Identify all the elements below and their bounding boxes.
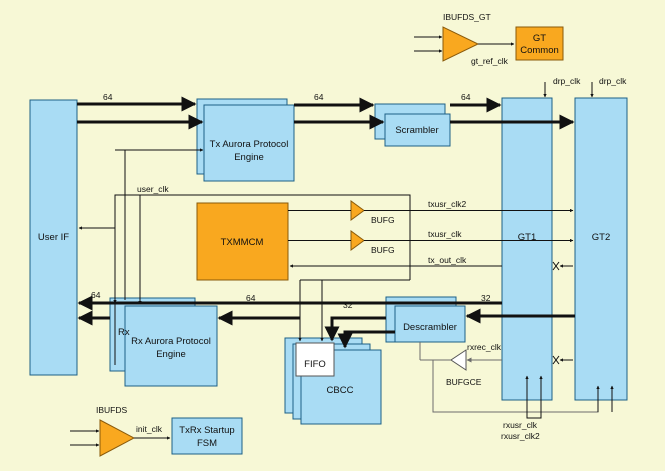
user-clk-label: user_clk bbox=[137, 184, 169, 194]
gt-common-label-line1: GT bbox=[533, 33, 546, 44]
rxusr-clk-label: rxusr_clk bbox=[503, 420, 538, 430]
rxusr-clk2-label: rxusr_clk2 bbox=[501, 431, 540, 441]
wire-descrambler-fifo bbox=[324, 316, 386, 342]
width-32-label-b: 32 bbox=[481, 293, 491, 303]
ibufds-buffer bbox=[99, 419, 136, 457]
rx-aurora-label-line1: Rx Aurora Protocol bbox=[131, 336, 211, 347]
gt-common-block bbox=[515, 26, 564, 61]
ibufds-gt-buffer bbox=[442, 26, 480, 62]
width-64-label-c: 64 bbox=[461, 92, 471, 102]
wire-descrambler-cbcc bbox=[337, 330, 395, 349]
scrambler-block: Scrambler bbox=[374, 103, 451, 147]
fifo-label: FIFO bbox=[304, 359, 326, 370]
drp-clk-label-2: drp_clk bbox=[599, 76, 627, 86]
bufgce-label: BUFGCE bbox=[446, 377, 482, 387]
gt1-block bbox=[501, 97, 553, 401]
width-64-label-d: 64 bbox=[91, 290, 101, 300]
txmmcm-label: TXMMCM bbox=[221, 237, 264, 248]
gt2-label: GT2 bbox=[592, 232, 610, 243]
wire-rxusr-bundle bbox=[526, 412, 542, 419]
cbcc-label: CBCC bbox=[327, 385, 354, 396]
rxrec-clk-label: rxrec_clk bbox=[467, 342, 502, 352]
txrx-startup-fsm-block bbox=[171, 417, 243, 455]
width-64-label-a: 64 bbox=[103, 92, 113, 102]
width-32-label-a: 32 bbox=[343, 300, 353, 310]
rx-aurora-label-line2: Engine bbox=[156, 349, 186, 360]
rx-aurora-block: Rx Rx Aurora Protocol Engine bbox=[109, 297, 218, 387]
width-64-label-b: 64 bbox=[314, 92, 324, 102]
txrx-startup-label-line2: FSM bbox=[197, 438, 217, 449]
scrambler-label: Scrambler bbox=[395, 125, 438, 136]
rx-stub-label: Rx bbox=[118, 327, 130, 338]
cross-marker-1 bbox=[552, 261, 573, 271]
txmmcm-block bbox=[196, 202, 289, 281]
cross-marker-2 bbox=[552, 355, 573, 365]
gt-ref-clk-label: gt_ref_clk bbox=[471, 56, 509, 66]
bufgce-buffer bbox=[450, 349, 467, 371]
gt-common-label-line2: Common bbox=[520, 45, 559, 56]
tx-aurora-label-line1: Tx Aurora Protocol bbox=[210, 139, 289, 150]
ibufds-label: IBUFDS bbox=[96, 405, 128, 415]
gt1-label: GT1 bbox=[518, 232, 536, 243]
tx-out-clk-label: tx_out_clk bbox=[428, 255, 467, 265]
wire-user-clk bbox=[114, 194, 411, 365]
gt2-block bbox=[574, 97, 628, 401]
bufg-label-1: BUFG bbox=[371, 215, 395, 225]
drp-clk-label-1: drp_clk bbox=[553, 76, 581, 86]
bufg-label-2: BUFG bbox=[371, 245, 395, 255]
ibufds-gt-label: IBUFDS_GT bbox=[443, 12, 491, 22]
init-clk-label: init_clk bbox=[136, 424, 163, 434]
tx-aurora-block: Tx Aurora Protocol Engine bbox=[196, 98, 295, 182]
fifo-block bbox=[295, 342, 335, 377]
bufg-txusr-clk bbox=[350, 230, 365, 251]
width-64-label-e: 64 bbox=[246, 293, 256, 303]
bufg-txusr-clk2 bbox=[350, 200, 365, 221]
txrx-startup-label-line1: TxRx Startup bbox=[179, 425, 234, 436]
txusr-clk-label: txusr_clk bbox=[428, 229, 462, 239]
user-if-label: User IF bbox=[38, 232, 69, 243]
user-if-block: User IF bbox=[29, 99, 78, 376]
descrambler-label: Descrambler bbox=[403, 322, 457, 333]
tx-aurora-label-line2: Engine bbox=[234, 152, 264, 163]
txusr-clk2-label: txusr_clk2 bbox=[428, 199, 467, 209]
